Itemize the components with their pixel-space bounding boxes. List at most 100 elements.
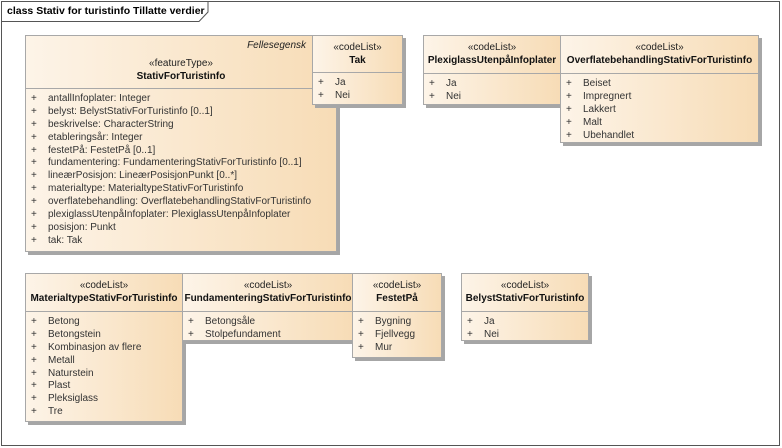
class-tak[interactable]: «codeList» Tak +Ja+Nei bbox=[312, 35, 403, 105]
item-label: festetPå: FestetPå [0..1] bbox=[48, 144, 156, 156]
list-item: + Lakkert bbox=[561, 104, 758, 117]
list-item: + fundamentering: FundamenteringStativFor… bbox=[26, 157, 336, 170]
list-item: +Plast bbox=[26, 380, 182, 393]
stereotype: «codeList» bbox=[500, 280, 550, 291]
list-item: +festetPå: FestetPå [0..1] bbox=[26, 145, 336, 158]
list-item: + Ja bbox=[462, 316, 588, 329]
stereotype: «codeList» bbox=[467, 42, 517, 53]
class-material[interactable]: «codeList»MaterialtypeStativForTuristinf… bbox=[25, 273, 183, 422]
tagged-value: Fellesegensk bbox=[247, 40, 306, 51]
item-label: Betongsåle bbox=[205, 316, 256, 327]
class-plexi[interactable]: «codeList»PlexiglassUtenpåInfoplater+Ja+… bbox=[423, 35, 561, 105]
public-visibility-icon: + bbox=[566, 103, 572, 115]
item-label: Ja bbox=[484, 316, 495, 327]
item-label: Kombinasjon av flere bbox=[48, 341, 142, 353]
item-label: lineærPosisjon: LineærPosisjonPunkt [0..… bbox=[48, 170, 237, 182]
class-name: Tak bbox=[349, 55, 366, 66]
list-item: + Betong bbox=[26, 316, 182, 329]
list-item: +Pleksiglass bbox=[26, 393, 182, 406]
class-name: FestetPå bbox=[376, 293, 418, 304]
list-item: + belyst: BelystStativForTuristinfo [0..1… bbox=[26, 106, 336, 119]
item-label: Betongstein bbox=[48, 328, 101, 340]
item-label: Stolpefundament bbox=[205, 328, 281, 340]
class-name: BelystStativForTuristinfo bbox=[465, 293, 585, 304]
item-label: Naturstein bbox=[48, 367, 94, 379]
list-item: +Nei bbox=[313, 90, 402, 103]
list-item: + Tre bbox=[26, 406, 182, 419]
list-item: +Beiset bbox=[561, 78, 758, 91]
public-visibility-icon: + bbox=[467, 316, 473, 327]
class-header: «codeList» Tak bbox=[313, 36, 402, 73]
list-item: + Betongstein bbox=[26, 329, 182, 342]
item-label: etableringsår: Integer bbox=[48, 131, 143, 143]
stereotype: «codeList» bbox=[79, 280, 129, 291]
stereotype: «codeList» bbox=[333, 42, 382, 53]
public-visibility-icon: + bbox=[31, 196, 37, 208]
public-visibility-icon: + bbox=[31, 209, 37, 221]
class-fund[interactable]: «codeList» FundamenteringStativForTuristi… bbox=[182, 273, 354, 341]
item-label: fundamentering: FundamenteringStativForT… bbox=[48, 157, 302, 169]
class-name: OverflatebehandlingStativForTuristinfo bbox=[566, 55, 753, 66]
class-overflate[interactable]: «codeList» OverflatebehandlingStativForTu… bbox=[560, 35, 759, 143]
item-label: Bygning bbox=[375, 316, 412, 327]
public-visibility-icon: + bbox=[31, 170, 37, 182]
item-label: belyst: BelystStativForTuristinfo [0..1] bbox=[48, 105, 213, 117]
public-visibility-icon: + bbox=[31, 316, 37, 327]
public-visibility-icon: + bbox=[188, 316, 194, 327]
item-label: Impregnert bbox=[583, 90, 632, 102]
public-visibility-icon: + bbox=[31, 406, 37, 418]
class-name: FundamenteringStativForTuristinfo bbox=[184, 293, 352, 304]
list-item: + Bygning bbox=[353, 316, 441, 329]
item-label: Lakkert bbox=[583, 103, 616, 115]
diagram-title-tab: class Stativ for turistinfo Tillatte ver… bbox=[1, 1, 209, 22]
list-item: +Malt bbox=[561, 117, 758, 130]
list-item: +materialtype: MaterialtypeStativForTuri… bbox=[26, 183, 336, 196]
public-visibility-icon: + bbox=[358, 328, 364, 340]
stereotype: «codeList» bbox=[635, 42, 684, 53]
public-visibility-icon: + bbox=[467, 328, 473, 340]
attribute-list: +Ja+ Nei bbox=[424, 74, 560, 104]
public-visibility-icon: + bbox=[358, 316, 364, 327]
class-name: StativForTuristinfo bbox=[136, 71, 226, 82]
item-label: posisjon: Punkt bbox=[48, 221, 116, 233]
item-label: antallInfoplater: Integer bbox=[48, 93, 151, 104]
item-label: Nei bbox=[446, 90, 462, 102]
class-header: Fellesegensk«featureType»StativForTurist… bbox=[26, 36, 336, 89]
public-visibility-icon: + bbox=[31, 328, 37, 340]
item-label: Tre bbox=[48, 406, 63, 418]
list-item: +Ja bbox=[313, 77, 402, 90]
list-item: +Kombinasjon av flere bbox=[26, 342, 182, 355]
item-label: Ubehandlet bbox=[583, 129, 635, 141]
item-label: Betong bbox=[48, 316, 80, 327]
public-visibility-icon: + bbox=[31, 183, 37, 195]
class-header: «codeList» FundamenteringStativForTuristi… bbox=[183, 274, 353, 312]
stereotype: «codeList» bbox=[372, 280, 422, 291]
class-header: «codeList» BelystStativForTuristinfo bbox=[462, 274, 588, 312]
public-visibility-icon: + bbox=[358, 341, 364, 353]
item-label: Fjellvegg bbox=[375, 328, 416, 340]
public-visibility-icon: + bbox=[31, 157, 37, 169]
class-header: «codeList»MaterialtypeStativForTuristinf… bbox=[26, 274, 182, 312]
item-label: beskrivelse: CharacterString bbox=[48, 118, 174, 130]
list-item: +beskrivelse: CharacterString bbox=[26, 119, 336, 132]
list-item: +Impregnert bbox=[561, 91, 758, 104]
item-label: Ja bbox=[446, 78, 457, 89]
list-item: +antallInfoplater: Integer bbox=[26, 93, 336, 106]
list-item: +Ubehandlet bbox=[561, 130, 758, 143]
public-visibility-icon: + bbox=[31, 105, 37, 117]
public-visibility-icon: + bbox=[31, 221, 37, 233]
public-visibility-icon: + bbox=[31, 393, 37, 405]
class-main[interactable]: Fellesegensk«featureType»StativForTurist… bbox=[25, 35, 337, 252]
class-festet[interactable]: «codeList»FestetPå+Bygning+Fjellvegg+Mur bbox=[352, 273, 442, 358]
attribute-list: +antallInfoplater: Integer+belyst: Belys… bbox=[26, 89, 336, 248]
list-item: +Ja bbox=[424, 78, 560, 91]
list-item: +Stolpefundament bbox=[183, 329, 353, 342]
list-item: +etableringsår: Integer bbox=[26, 132, 336, 145]
public-visibility-icon: + bbox=[429, 90, 435, 102]
list-item: + Betongsåle bbox=[183, 316, 353, 329]
attribute-list: +Beiset+Impregnert+ Lakkert +Malt+Ubehandl… bbox=[561, 74, 758, 142]
attribute-list: +Ja+Nei bbox=[313, 73, 402, 103]
class-belyst[interactable]: «codeList»BelystStativForTuristinfo+Ja+N… bbox=[461, 273, 589, 341]
stereotype: «codeList» bbox=[243, 280, 293, 291]
